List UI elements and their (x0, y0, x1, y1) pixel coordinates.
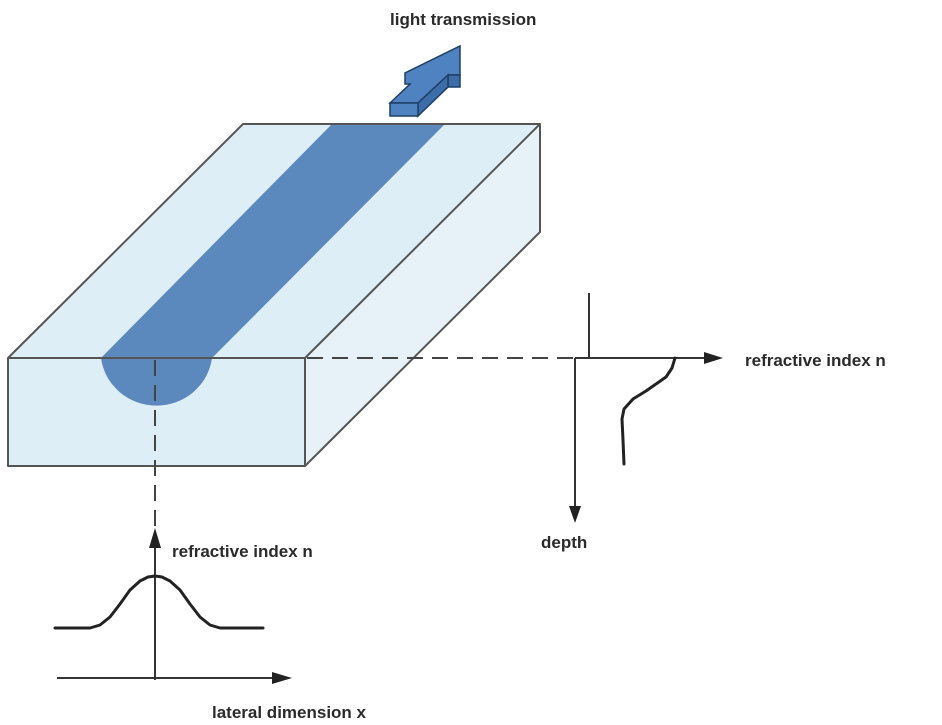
depth-label: depth (541, 533, 587, 552)
light-transmission-label: light transmission (390, 10, 536, 29)
waveguide-cross-section (101, 358, 212, 406)
lateral-dimension-label: lateral dimension x (212, 703, 367, 722)
lateral-axis-arrowhead (272, 672, 292, 684)
substrate-right-face (305, 124, 540, 466)
light-transmission-arrow-icon (388, 44, 461, 118)
lateral-profile-plot (53, 528, 292, 684)
depth-axis-arrowhead (569, 506, 581, 523)
waveguide-channel-top (101, 124, 445, 358)
refractive-index-right-label: refractive index n (745, 351, 886, 370)
substrate-front-edges (7, 357, 306, 467)
substrate-top-edges (7, 123, 541, 359)
substrate-right-edges (304, 124, 541, 467)
index-axis-lower-arrowhead (149, 528, 161, 548)
lateral-profile-curve (53, 574, 265, 630)
refractive-index-lower-label: refractive index n (172, 542, 313, 561)
index-axis-right-arrowhead (704, 352, 723, 364)
substrate-block (7, 123, 541, 467)
depth-profile-plot (569, 293, 723, 523)
depth-profile-curve (620, 356, 677, 466)
